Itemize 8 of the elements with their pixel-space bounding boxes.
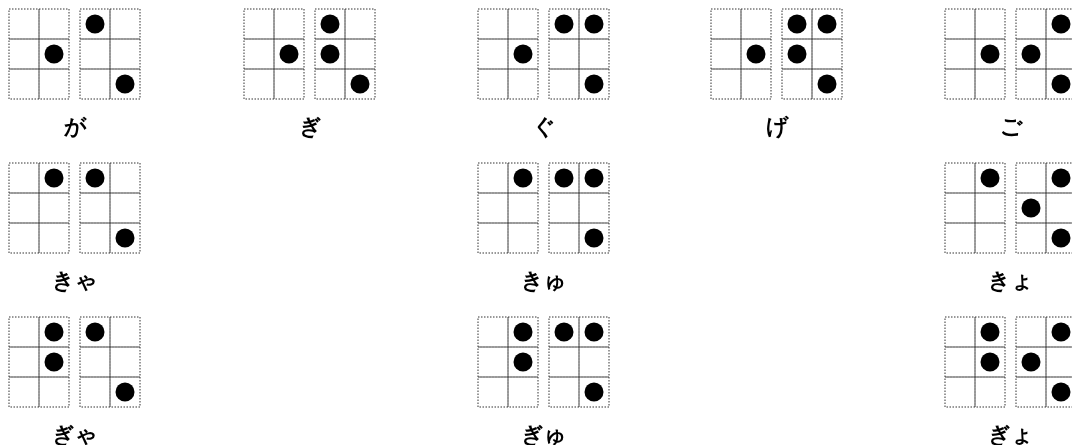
kana-label: ぎ [298, 113, 322, 141]
kana-label: げ [765, 113, 789, 141]
kana-label: きゃ [52, 267, 98, 295]
kana-label: きゅ [521, 267, 567, 295]
kana-label: が [63, 113, 87, 141]
kana-label: きょ [988, 267, 1034, 295]
kana-label: ぐ [532, 113, 556, 141]
kana-label: ご [999, 113, 1023, 141]
